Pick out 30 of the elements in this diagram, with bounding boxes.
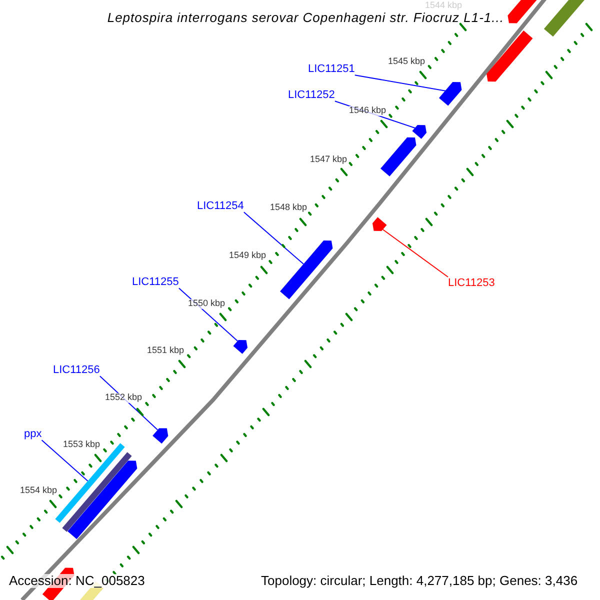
scale-label: 1553 kbp [63,440,100,450]
scale-label: 1554 kbp [20,486,58,496]
scale-label: 1551 kbp [147,346,184,356]
gene-label: LIC11255 [132,276,179,288]
scale-label: 1549 kbp [229,251,266,261]
scale-label: 1552 kbp [105,393,142,403]
scale-label: 1550 kbp [188,299,226,309]
gene-arrow [412,124,427,139]
accession-text: Accession: NC_005823 [9,574,145,588]
scale-label: 1548 kbp [270,203,308,213]
gene-arrow [152,428,168,444]
map-title: Leptospira interrogans serovar Copenhageni str. Fiocruz L1-1... [107,11,504,26]
gene-label: LIC11251 [308,63,355,76]
gene-label: LIC11252 [288,89,335,102]
scale-label: 1547 kbp [310,155,348,165]
leader-line [354,74,447,92]
gene-arrow [372,217,387,232]
gene-label: ppx [24,428,42,440]
scale-label: 1546 kbp [349,106,386,116]
gene-label: LIC11253 [448,277,495,290]
gene-arrow [438,82,462,106]
gene-arrow [280,240,333,300]
leader-line [41,440,88,482]
leader-line [243,212,304,265]
scale-label: 1545 kbp [388,57,426,67]
gene-label: LIC11254 [197,200,244,212]
leader-line [382,229,448,278]
gene-arrow [233,340,248,354]
gene-label: LIC11256 [53,364,100,376]
genome-stats-text: Topology: circular; Length: 4,277,185 bp; Genes: 3,436 [261,574,578,588]
